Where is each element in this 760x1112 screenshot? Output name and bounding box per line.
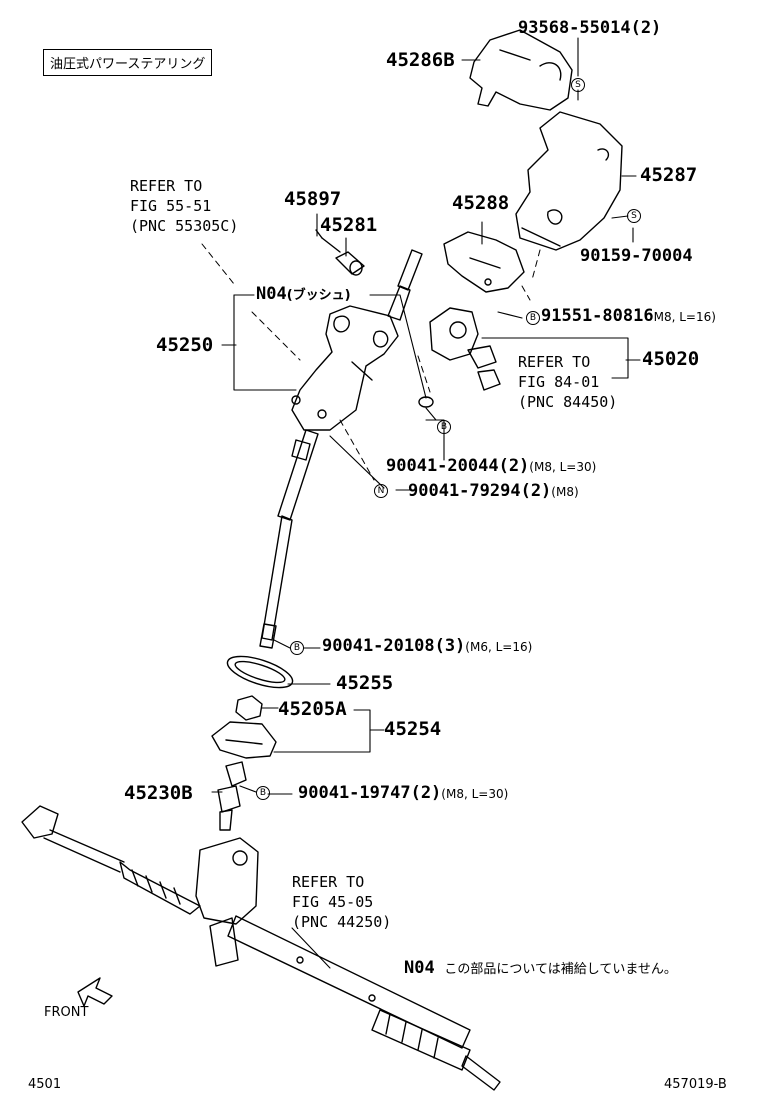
- n04-note: N04 この部品については補給していません。: [404, 960, 677, 977]
- symbol-b-marker: B: [437, 420, 451, 434]
- note-text: この部品については補給していません。: [444, 962, 677, 977]
- part-label-90041-20044: 90041-20044(2)(M8, L=30): [386, 458, 596, 475]
- symbol-b-marker: B: [256, 786, 270, 800]
- note-code: N04: [404, 958, 435, 978]
- refer-to-fig-55-51: REFER TO FIG 55-51 (PNC 55305C): [130, 177, 239, 235]
- hole-cover: [211, 695, 277, 759]
- key-cylinder-assembly: [429, 307, 501, 391]
- part-label-91551-80816: 91551-80816M8, L=16): [541, 308, 716, 325]
- figure-code-left: 4501: [28, 1077, 62, 1092]
- upper-column-cover: [469, 29, 573, 111]
- part-label-45255: 45255: [336, 672, 394, 694]
- part-spec: M8, L=16): [653, 310, 716, 324]
- part-label-45287: 45287: [640, 164, 698, 186]
- steering-column: [259, 249, 423, 649]
- part-label-45254: 45254: [384, 718, 442, 740]
- symbol-s-marker: S: [627, 209, 641, 223]
- part-label-45897: 45897: [284, 188, 342, 210]
- bushing-45281: [315, 229, 365, 276]
- part-label-45020: 45020: [642, 348, 700, 370]
- part-number: 90041-20108(3): [322, 636, 466, 656]
- seal-ring: [226, 655, 294, 689]
- symbol-s-marker: S: [571, 78, 585, 92]
- part-spec: (M6, L=16): [465, 640, 533, 654]
- part-label-93568-55014: 93568-55014(2): [518, 18, 662, 38]
- part-label-45286b: 45286B: [386, 49, 455, 71]
- front-arrow-icon: [77, 977, 113, 1007]
- refer-to-fig-84-01: REFER TO FIG 84-01 (PNC 84450): [518, 353, 618, 411]
- part-spec: (M8): [551, 485, 579, 499]
- symbol-b-marker: B: [526, 311, 540, 325]
- part-number: N04: [256, 284, 287, 304]
- diagram-title: 油圧式パワーステアリング: [43, 49, 213, 76]
- part-number: 90041-20044(2): [386, 456, 530, 476]
- part-spec: (ブッシュ): [286, 288, 351, 303]
- part-label-90041-79294: 90041-79294(2)(M8): [408, 483, 579, 500]
- part-label-90159-70004: 90159-70004: [580, 246, 693, 266]
- part-label-90041-19747: 90041-19747(2)(M8, L=30): [298, 785, 508, 802]
- part-label-n04: N04(ブッシュ): [256, 286, 351, 303]
- part-label-90041-20108: 90041-20108(3)(M6, L=16): [322, 638, 532, 655]
- refer-to-fig-45-05: REFER TO FIG 45-05 (PNC 44250): [292, 873, 392, 931]
- front-label: FRONT: [44, 1005, 89, 1020]
- column-trim: [443, 231, 525, 293]
- part-label-45281: 45281: [320, 214, 378, 236]
- part-number: 90041-79294(2): [408, 481, 552, 501]
- part-number: 91551-80816: [541, 306, 654, 326]
- symbol-b-marker: B: [290, 641, 304, 655]
- figure-code-right: 457019-B: [664, 1077, 727, 1092]
- symbol-n-marker: N: [374, 484, 388, 498]
- reference-dash-lines: [201, 243, 541, 481]
- part-spec: (M8, L=30): [529, 460, 597, 474]
- part-label-45288: 45288: [452, 192, 510, 214]
- steering-gear-rack: [21, 805, 501, 1091]
- universal-joint: [217, 761, 247, 831]
- part-spec: (M8, L=30): [441, 787, 509, 801]
- part-label-45230b: 45230B: [124, 782, 193, 804]
- part-number: 90041-19747(2): [298, 783, 442, 803]
- part-label-45250: 45250: [156, 334, 214, 356]
- lower-column-cover: [515, 111, 623, 251]
- leader-lines: [211, 37, 641, 969]
- part-label-45205a: 45205A: [278, 698, 347, 720]
